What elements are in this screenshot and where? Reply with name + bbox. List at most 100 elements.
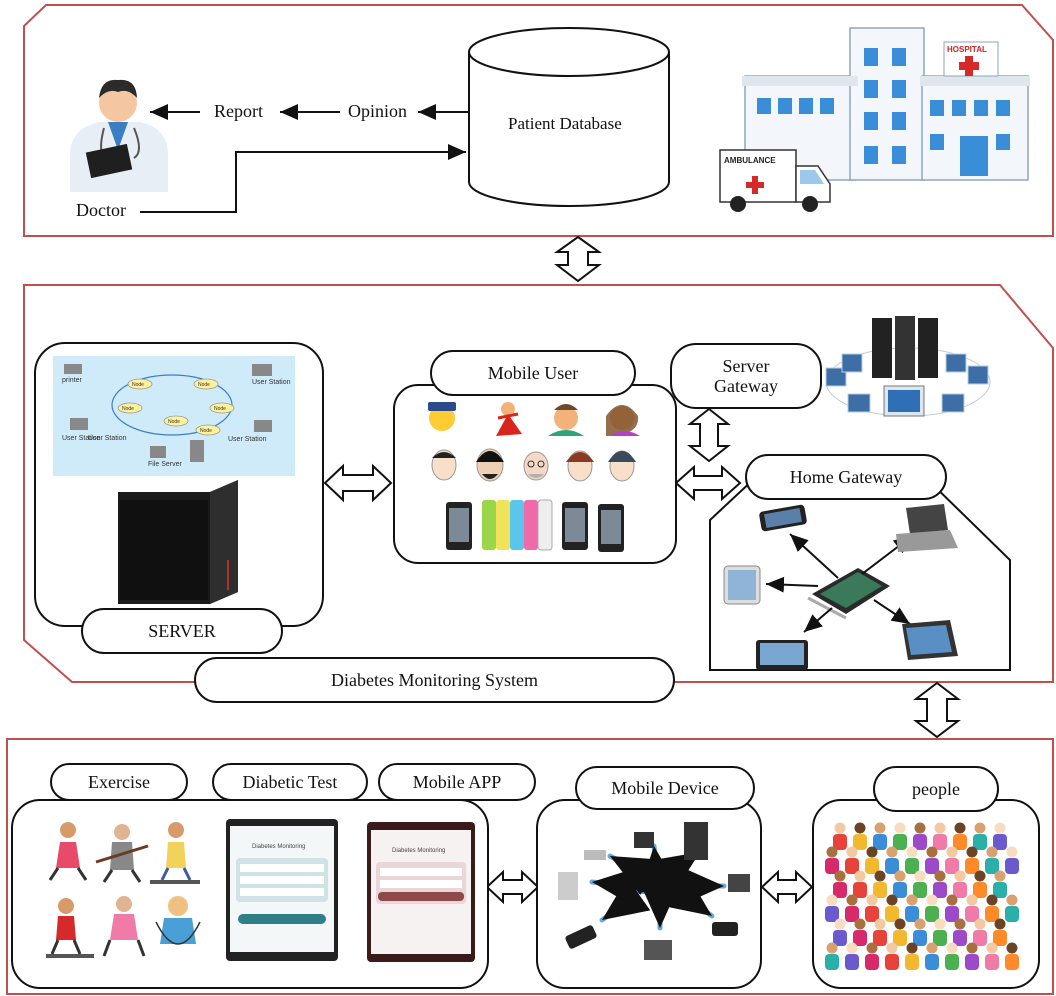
system-label: Diabetes Monitoring System <box>194 657 675 703</box>
crowd-person-head <box>946 846 958 858</box>
crowd-person-body <box>945 858 959 874</box>
crowd-person-head <box>854 822 866 834</box>
crowd-person-head <box>894 870 906 882</box>
doctor-db-connector <box>140 144 466 213</box>
crowd-person-body <box>985 858 999 874</box>
avatar-face-4-icon <box>566 450 594 482</box>
crowd-person-head <box>866 894 878 906</box>
exercise-label: Exercise <box>50 763 188 801</box>
crowd-person-body <box>893 834 907 850</box>
crowd-person-head <box>866 846 878 858</box>
diabetic-test-screen-title: Diabetes Monitoring <box>252 844 306 850</box>
tablet-icon <box>723 565 761 605</box>
double-arrow-icon <box>674 464 742 502</box>
cloud-network-icon <box>558 822 750 960</box>
crowd-person-body <box>873 834 887 850</box>
crowd-person-head <box>994 918 1006 930</box>
avatar-face-3-icon <box>523 451 549 481</box>
server-rack-icon <box>825 316 991 417</box>
crowd-person-body <box>913 882 927 898</box>
crowd-person-body <box>1005 858 1019 874</box>
double-arrow-icon <box>913 681 961 739</box>
crowd-person-body <box>853 834 867 850</box>
crowd-person-head <box>874 822 886 834</box>
crowd-person-head <box>866 942 878 954</box>
crowd-person-body <box>845 906 859 922</box>
crowd-person-body <box>933 930 947 946</box>
svg-text:Node: Node <box>198 382 210 388</box>
crowd-person-head <box>994 870 1006 882</box>
crowd-person-body <box>1005 906 1019 922</box>
crowd-person-body <box>873 882 887 898</box>
crowd-person-body <box>845 954 859 970</box>
crowd-person-head <box>886 942 898 954</box>
crowd-person-head <box>906 894 918 906</box>
crowd-person-body <box>825 858 839 874</box>
crowd-person-body <box>953 930 967 946</box>
crowd-person-head <box>906 846 918 858</box>
crowd-person-body <box>965 858 979 874</box>
crowd-person-body <box>973 834 987 850</box>
crowd-person-body <box>893 930 907 946</box>
crowd-person-body <box>965 954 979 970</box>
crowd-person-head <box>926 846 938 858</box>
crowd-person-head <box>834 822 846 834</box>
svg-text:User Station: User Station <box>88 435 127 442</box>
crowd-person-head <box>994 822 1006 834</box>
crowd-person-body <box>833 882 847 898</box>
crowd-person-body <box>865 954 879 970</box>
crowd-person-head <box>986 942 998 954</box>
avatar-face-5-icon <box>608 450 636 482</box>
crowd-person-body <box>853 882 867 898</box>
crowd-person-body <box>833 834 847 850</box>
patient-database-cylinder <box>468 27 670 207</box>
crowd-person-body <box>845 858 859 874</box>
mobile-device-label: Mobile Device <box>575 766 755 810</box>
double-arrow-icon <box>323 463 393 503</box>
crowd-person-body <box>945 906 959 922</box>
crowd-person-head <box>974 822 986 834</box>
svg-text:Node: Node <box>200 428 212 434</box>
smartphone-icon <box>759 504 807 532</box>
tablet-icon <box>902 620 958 660</box>
laptop-icon <box>896 504 958 552</box>
crowd-person-head <box>954 822 966 834</box>
crowd-person-head <box>834 918 846 930</box>
crowd-person-body <box>885 906 899 922</box>
tablet-icon <box>756 640 808 670</box>
opinion-label: Opinion <box>348 101 408 121</box>
crowd-person-head <box>834 870 846 882</box>
crowd-person-head <box>846 894 858 906</box>
crowd-person-head <box>926 942 938 954</box>
mobile-user-label: Mobile User <box>430 350 636 396</box>
crowd-person-body <box>885 954 899 970</box>
crowd-person-head <box>954 918 966 930</box>
crowd-person-body <box>905 906 919 922</box>
svg-text:User Station: User Station <box>62 435 101 442</box>
avatar-face-1-icon <box>431 449 457 481</box>
crowd-person-body <box>993 930 1007 946</box>
home-gateway-label: Home Gateway <box>745 454 947 500</box>
crowd-person-body <box>993 882 1007 898</box>
crowd-person-head <box>934 822 946 834</box>
crowd-person-head <box>986 894 998 906</box>
crowd-person-body <box>985 954 999 970</box>
crowd-person-body <box>853 930 867 946</box>
smartphone-icon <box>446 499 624 552</box>
mobile-app-screen <box>367 822 475 962</box>
server-gateway-label: Server Gateway <box>670 343 822 409</box>
crowd-person-body <box>993 834 1007 850</box>
crowd-person-head <box>934 918 946 930</box>
crowd-person-body <box>873 930 887 946</box>
crowd-person-body <box>953 834 967 850</box>
mobile-app-screen-title: Diabetes Monitoring <box>392 848 446 854</box>
crowd-person-body <box>905 858 919 874</box>
crowd-person-body <box>953 882 967 898</box>
crowd-person-head <box>826 846 838 858</box>
diabetic-test-screen <box>226 819 338 961</box>
server-label: SERVER <box>81 608 283 654</box>
hospital-sign: HOSPITAL <box>947 45 987 54</box>
patient-database-label: Patient Database <box>508 114 622 133</box>
crowd-person-body <box>925 954 939 970</box>
